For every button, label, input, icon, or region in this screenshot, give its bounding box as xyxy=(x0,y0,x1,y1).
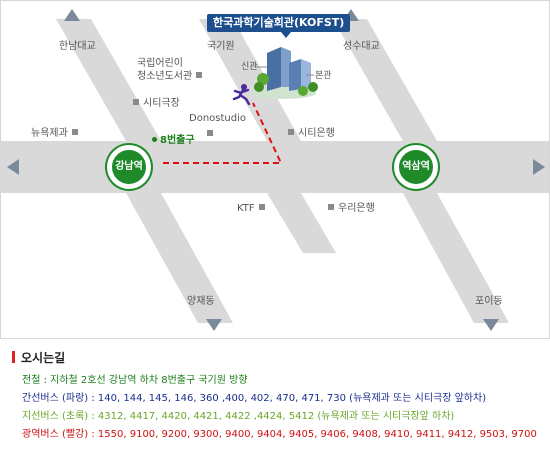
kofst-building-icon xyxy=(252,47,318,99)
label-library: 청소년도서관 xyxy=(137,71,203,83)
label-library-line1: 국립어린이 xyxy=(137,58,183,69)
label-poi: 포이동 xyxy=(475,296,503,307)
label-city-theater-text: 시티극장 xyxy=(143,98,180,109)
marker-woori-bank xyxy=(328,204,334,210)
label-city-bank-text: 시티은행 xyxy=(298,128,335,139)
label-hannam: 한남대교 xyxy=(59,41,96,52)
arrow-west-icon xyxy=(7,159,19,175)
road-yangjae xyxy=(126,193,233,323)
road-gukgiwon-south xyxy=(267,193,336,253)
road-hannam xyxy=(56,19,161,141)
branch-bus-info: 지선버스 (초록) : 4312, 4417, 4420, 4421, 4422… xyxy=(22,411,455,422)
arrow-poi-icon xyxy=(483,319,499,331)
directions-panel: 오시는길 전철 : 지하철 2호선 강남역 하차 8번출구 국기원 방향 간선버… xyxy=(0,343,550,451)
label-ktf: KTF xyxy=(237,203,265,215)
label-ktf-text: KTF xyxy=(237,203,255,214)
marker-city-bank xyxy=(288,129,294,135)
exit-dot-icon xyxy=(152,137,157,142)
arrow-yangjae-icon xyxy=(206,319,222,331)
location-map: 한국과학기술회관(KOFST) 한남대교 성수대교 양재동 포이동 국기원 국립… xyxy=(0,0,550,339)
label-woori-bank: 우리은행 xyxy=(328,203,375,215)
station-gangnam: 강남역 xyxy=(107,145,151,189)
label-woori-bank-text: 우리은행 xyxy=(338,203,375,214)
directions-title-text: 오시는길 xyxy=(21,351,66,365)
marker-ktf xyxy=(258,204,265,210)
destination-badge: 한국과학기술회관(KOFST) xyxy=(207,14,351,32)
main-road xyxy=(1,141,549,193)
label-city-theater: 시티극장 xyxy=(133,98,180,110)
arrow-east-icon xyxy=(533,159,545,175)
express-bus-info: 광역버스 (빨강) : 1550, 9100, 9200, 9300, 9400… xyxy=(22,429,537,440)
marker-donostudio xyxy=(207,130,213,136)
label-seongsu: 성수대교 xyxy=(343,41,380,52)
label-nyuyokjegwa-text: 뉴욕제과 xyxy=(31,128,68,139)
trunk-bus-info: 간선버스 (파랑) : 140, 144, 145, 146, 360 ,400… xyxy=(22,393,487,404)
road-seongsu xyxy=(333,19,437,141)
arrow-hannam-icon xyxy=(64,9,80,21)
subway-info: 전철 : 지하철 2호선 강남역 하차 8번출구 국기원 방향 xyxy=(22,375,248,386)
label-city-bank: 시티은행 xyxy=(288,128,335,140)
walking-route xyxy=(163,102,283,164)
directions-title: 오시는길 xyxy=(12,349,65,366)
label-library-line2: 청소년도서관 xyxy=(137,71,193,82)
exit-label-text: 8번출구 xyxy=(160,135,195,146)
label-donostudio: Donostudio xyxy=(189,113,246,125)
marker-nyuyokjegwa xyxy=(71,129,78,135)
label-annex: 신관 xyxy=(241,62,258,72)
label-yangjae: 양재동 xyxy=(187,296,215,307)
marker-donostudio-wrap xyxy=(207,129,217,141)
label-gukgiwon: 국기원 xyxy=(207,41,235,52)
marker-library xyxy=(196,72,203,78)
label-nyuyokjegwa: 뉴욕제과 xyxy=(31,128,78,140)
label-main-building: 본관 xyxy=(315,71,332,81)
title-bar-icon xyxy=(12,351,15,363)
destination-pointer xyxy=(281,32,291,38)
runner-icon xyxy=(232,84,251,106)
road-gukgiwon xyxy=(199,19,301,141)
station-yeoksam: 역삼역 xyxy=(394,145,438,189)
marker-city-theater xyxy=(133,99,139,105)
road-poi xyxy=(403,193,509,323)
exit-label: 8번출구 xyxy=(152,135,195,147)
label-donostudio-text: Donostudio xyxy=(189,113,246,124)
